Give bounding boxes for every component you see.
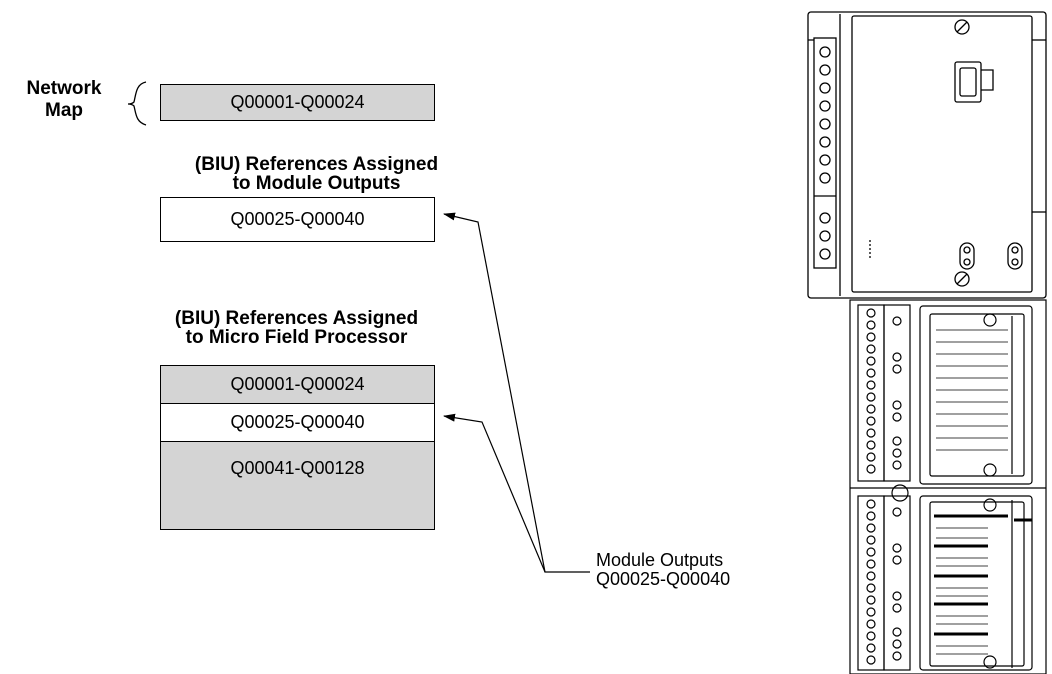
callout-leader-lines <box>443 212 590 573</box>
mfp-reference-stack: Q00001-Q00024 Q00025-Q00040 Q00041-Q0012… <box>160 365 435 530</box>
terminal-screws-io2 <box>866 499 902 665</box>
callout-line2: Q00025-Q00040 <box>596 569 731 589</box>
module-outputs-heading-line1: (BIU) References Assigned <box>194 154 439 175</box>
io-module-illustration <box>849 299 1047 674</box>
mfp-heading-line1: (BIU) References Assigned <box>174 308 419 329</box>
network-map-brace <box>127 81 147 126</box>
mfp-heading-line2: to Micro Field Processor <box>185 327 408 348</box>
network-map-value: Q00001-Q00024 <box>230 92 365 112</box>
leader-line-lower <box>443 413 546 573</box>
mfp-row-1: Q00001-Q00024 <box>161 366 434 404</box>
module-outputs-box: Q00025-Q00040 <box>160 197 435 242</box>
module-outputs-value: Q00025-Q00040 <box>230 209 365 229</box>
network-map-box: Q00001-Q00024 <box>160 84 435 121</box>
leader-line-upper <box>443 212 590 573</box>
terminal-screws-upper <box>819 46 831 260</box>
terminal-screws-io1 <box>866 308 902 474</box>
callout-line1: Module Outputs <box>596 550 724 570</box>
module-outputs-callout: Module Outputs Q00025-Q00040 <box>596 551 730 589</box>
mfp-row-2: Q00025-Q00040 <box>161 404 434 442</box>
module-outputs-heading-line2: to Module Outputs <box>232 173 401 194</box>
mfp-row-3: Q00041-Q00128 <box>230 458 365 478</box>
biu-module-illustration <box>807 11 1047 299</box>
